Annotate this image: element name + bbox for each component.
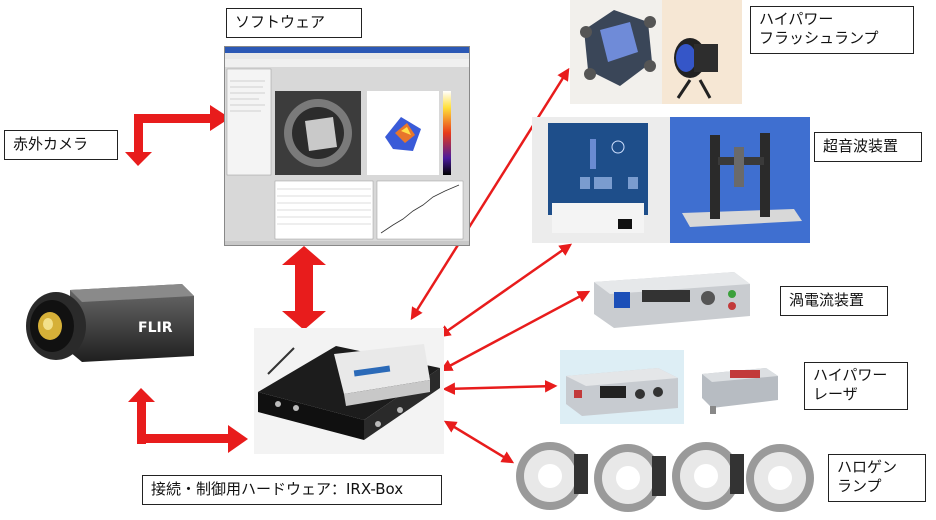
halogen-lamp-1 xyxy=(516,442,588,510)
arrow-to-halogen xyxy=(443,420,515,464)
halogen-lamp-4 xyxy=(746,444,814,512)
eddy-current-device-image xyxy=(590,262,754,332)
flash-lamp-image xyxy=(570,0,742,104)
arrow-camera-box xyxy=(128,388,248,453)
label-laser: ハイパワー レーザ xyxy=(804,362,908,410)
label-software: ソフトウェア xyxy=(226,8,362,38)
laser-module-image xyxy=(696,360,782,418)
arrow-to-ultrasonic xyxy=(437,243,573,338)
halogen-lamps-image xyxy=(514,430,818,518)
label-halogen: ハロゲン ランプ xyxy=(828,454,926,502)
arrow-to-eddy-current xyxy=(439,290,591,372)
ultrasonic-device-image xyxy=(532,117,810,243)
label-ultrasonic: 超音波装置 xyxy=(814,132,922,162)
label-hardware: 接続・制御用ハードウェア：IRX-Box xyxy=(142,475,442,505)
label-eddy-current: 渦電流装置 xyxy=(780,286,888,316)
label-ir-camera: 赤外カメラ xyxy=(4,130,118,160)
halogen-lamp-3 xyxy=(672,442,744,510)
arrow-camera-software xyxy=(125,105,230,166)
irx-box-image xyxy=(254,328,444,454)
label-flash-lamp: ハイパワー フラッシュランプ xyxy=(750,6,914,54)
halogen-lamp-2 xyxy=(594,444,666,512)
laser-device-image xyxy=(560,350,684,424)
arrow-software-box xyxy=(282,246,326,330)
software-screenshot xyxy=(224,46,470,246)
camera-brand-logo: FLIR xyxy=(138,320,173,336)
arrow-to-laser xyxy=(442,380,558,395)
thermal-camera: FLIR xyxy=(12,282,198,366)
